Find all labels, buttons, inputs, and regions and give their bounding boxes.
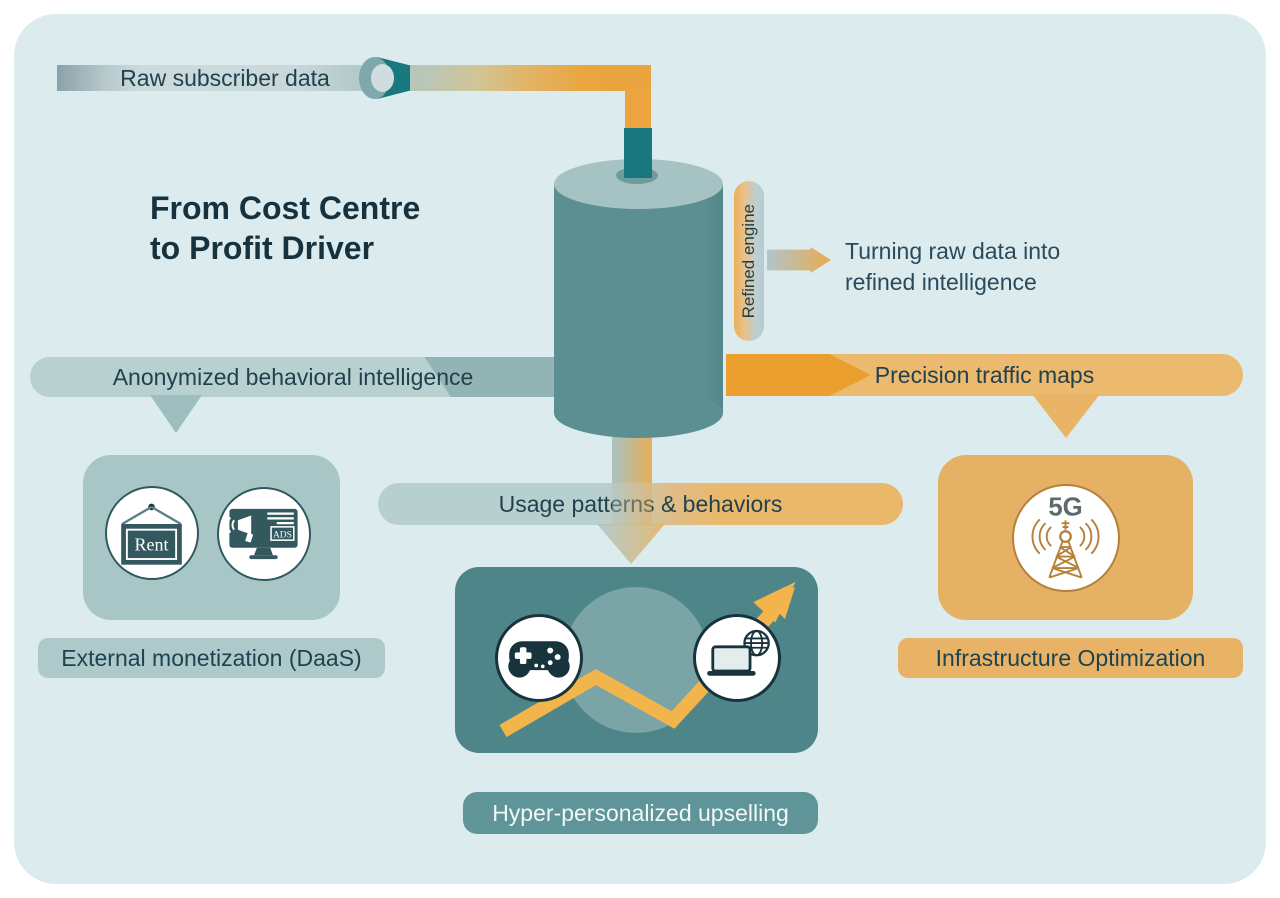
page-title: From Cost Centre to Profit Driver [150,188,420,268]
cylinder-output-ribbon [612,436,652,486]
upselling-text: Hyper-personalized upselling [492,799,789,826]
infrastructure-text: Infrastructure Optimization [935,644,1206,671]
5g-tower-icon: 5G [1012,484,1120,592]
raw-data-pipe-label: Raw subscriber data [120,64,330,91]
engine-caption: Turning raw data into refined intelligen… [845,236,1060,298]
raw-data-pipe-inlet [624,128,652,178]
ads-monitor-icon: ADS [217,487,311,581]
flow-band-anonymized-label: Anonymized behavioral intelligence [112,363,474,390]
ads-box-text: ADS [273,530,292,540]
flow-band-usage: Usage patterns & behaviors [378,483,903,525]
page-title-line1: From Cost Centre [150,190,421,226]
refined-engine-badge: Refined engine [734,181,764,341]
refined-engine-label: Refined engine [739,203,758,319]
laptop-globe-icon [693,614,781,702]
flow-band-anonymized: Anonymized behavioral intelligence [30,357,556,397]
infrastructure-label: Infrastructure Optimization [898,638,1243,678]
rent-sign-icon: Rent [105,486,199,580]
upselling-label: Hyper-personalized upselling [463,792,818,834]
raw-data-pipe [57,65,651,91]
raw-data-pipe-labelbox: Raw subscriber data [80,65,370,91]
flow-band-usage-label: Usage patterns & behaviors [498,490,783,517]
external-monetization-text: External monetization (DaaS) [61,644,362,671]
5g-badge-text: 5G [1048,494,1082,522]
engine-caption-line1: Turning raw data into [845,238,1061,264]
flow-band-traffic: Precision traffic maps [726,354,1243,396]
external-monetization-label: External monetization (DaaS) [38,638,385,678]
pipe-coupling-ring-inner [371,64,394,92]
engine-caption-line2: refined intelligence [845,269,1037,295]
raw-data-pipe-bend [625,88,651,132]
page-title-line2: to Profit Driver [150,230,375,266]
cylinder-output-ribbon-overlay [612,483,652,525]
flow-band-traffic-label: Precision traffic maps [874,361,1095,388]
refinery-cylinder-bottom [554,388,723,438]
rent-sign-text: Rent [135,534,169,554]
refinery-cylinder-body [554,184,723,413]
game-controller-icon [495,614,583,702]
